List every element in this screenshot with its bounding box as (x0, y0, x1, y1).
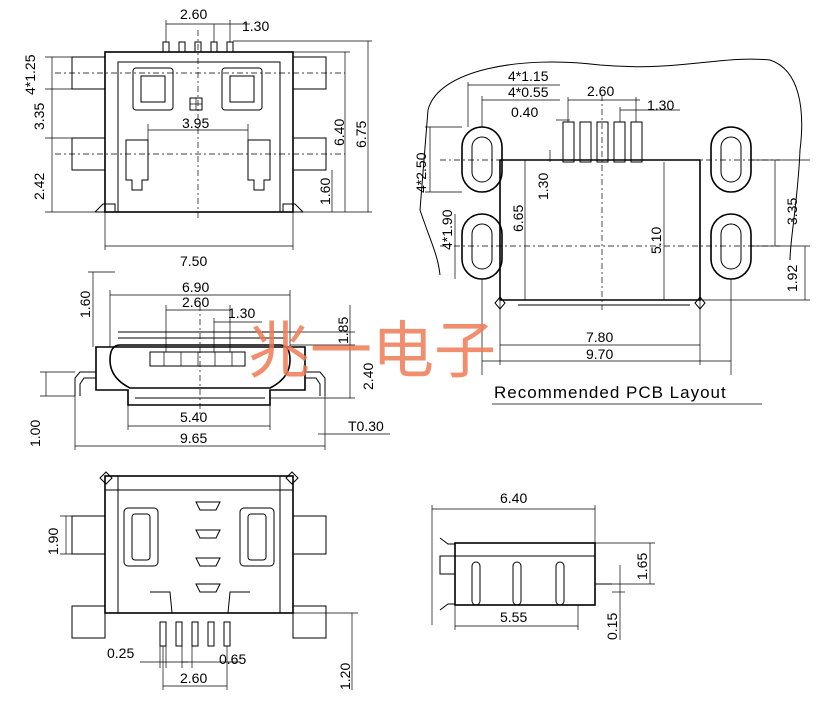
dim-bottom-0-25: 0.25 (107, 645, 134, 661)
dim-front-9-65: 9.65 (180, 430, 207, 446)
dim-pcb-4x2-50: 4*2.50 (413, 152, 429, 193)
dim-top-7-50: 7.50 (180, 253, 207, 269)
bottom-tab-tr (292, 515, 327, 555)
dim-side-1-65: 1.65 (634, 553, 650, 580)
bottom-tab-bl (71, 605, 106, 639)
dim-front-5-40: 5.40 (180, 409, 207, 425)
pcb-body-outline (499, 159, 701, 301)
bottom-latch-left (123, 507, 159, 567)
dim-front-1-00: 1.00 (27, 420, 43, 447)
dim-pcb-4x1-90: 4*1.90 (439, 209, 455, 250)
dim-pcb-0-40: 0.40 (511, 104, 538, 120)
pcb-signal-pads (562, 121, 643, 163)
dim-front-2-40: 2.40 (360, 363, 376, 390)
dim-bottom-0-65: 0.65 (219, 651, 246, 667)
dim-pcb-6-65: 6.65 (510, 205, 526, 232)
dim-bottom-1-90: 1.90 (45, 528, 61, 555)
top-leg-left (125, 139, 149, 191)
front-view (40, 271, 390, 450)
dim-pcb-4x1-15: 4*1.15 (508, 68, 549, 84)
dim-pcb-1-30-v: 1.30 (535, 173, 551, 200)
dim-pcb-5-10: 5.10 (648, 227, 664, 254)
watermark: 兆一电子 (248, 314, 496, 387)
pcb-layout (419, 58, 810, 405)
bottom-latch-right (239, 507, 275, 567)
dim-pcb-7-80: 7.80 (586, 329, 613, 345)
dim-front-1-60: 1.60 (77, 291, 93, 318)
dim-pcb-1-30: 1.30 (647, 97, 674, 113)
top-view (45, 20, 372, 250)
dim-top-2-42: 2.42 (31, 173, 47, 200)
dim-top-3-35: 3.35 (31, 103, 47, 130)
dim-bottom-1-20: 1.20 (337, 663, 353, 690)
dim-pcb-4x0-55: 4*0.55 (508, 84, 549, 100)
dim-top-4x1-25: 4*1.25 (22, 54, 38, 95)
dim-side-5-55: 5.55 (500, 609, 527, 625)
dim-top-1-30: 1.30 (242, 18, 269, 34)
dim-front-t0-30: T0.30 (348, 418, 384, 434)
dim-side-0-15: 0.15 (604, 613, 620, 640)
dim-pcb-2-60: 2.60 (587, 83, 614, 99)
front-view-tongue (149, 351, 246, 367)
dim-side-6-40: 6.40 (500, 490, 527, 506)
pcb-pad-tr (710, 126, 752, 193)
dim-front-1-30: 1.30 (228, 305, 255, 321)
dim-pcb-3-35: 3.35 (784, 198, 800, 225)
top-leg-right (247, 139, 271, 191)
dim-top-6-40: 6.40 (331, 119, 347, 146)
bottom-tab-tl (71, 515, 106, 555)
dim-pcb-9-70: 9.70 (586, 346, 613, 362)
dim-top-1-60: 1.60 (317, 178, 333, 205)
dim-top-2-60: 2.60 (180, 6, 207, 22)
dim-bottom-2-60: 2.60 (180, 670, 207, 686)
pcb-layout-caption: Recommended PCB Layout (494, 383, 727, 402)
dim-pcb-1-92: 1.92 (784, 265, 800, 292)
bottom-view (60, 471, 358, 690)
dim-front-6-90: 6.90 (182, 279, 209, 295)
dim-top-3-95: 3.95 (182, 115, 209, 131)
pcb-outline-left (419, 109, 441, 276)
dim-front-1-85: 1.85 (335, 317, 351, 344)
bottom-tab-br (292, 605, 327, 639)
bottom-view-body (104, 475, 294, 614)
dim-top-6-75: 6.75 (353, 121, 369, 148)
side-view-body (454, 542, 596, 606)
side-view (431, 505, 655, 640)
dim-front-2-60: 2.60 (182, 294, 209, 310)
front-view-port (109, 344, 291, 389)
pcb-outline-top (427, 58, 803, 261)
